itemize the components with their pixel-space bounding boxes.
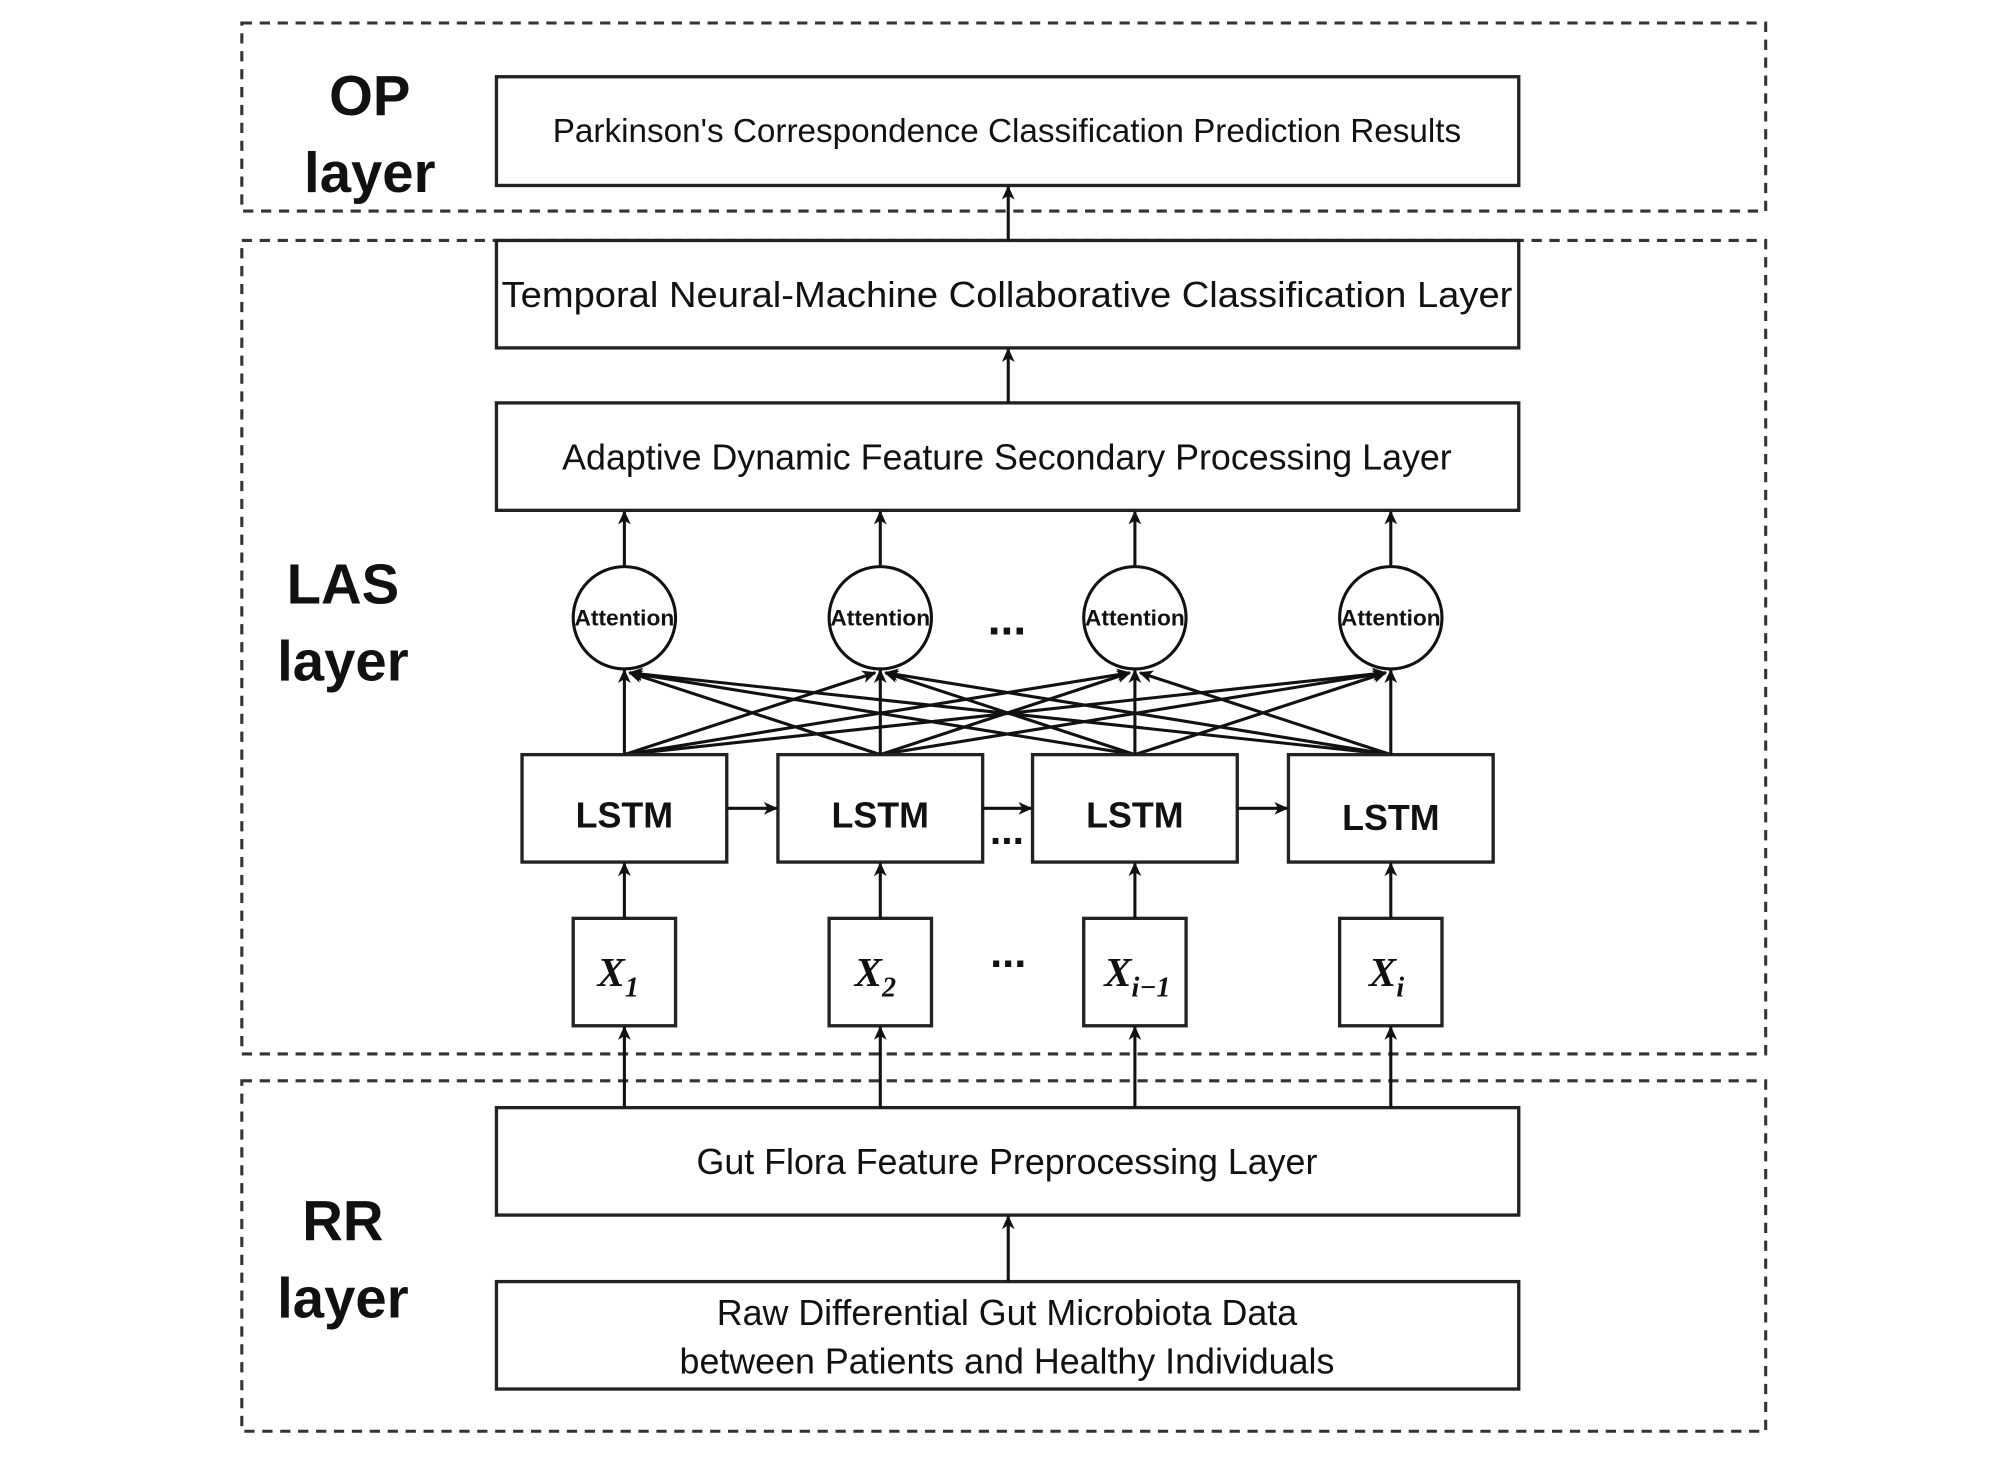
rr-layer-label-line2: layer bbox=[277, 1266, 409, 1329]
results-box bbox=[494, 75, 1521, 188]
lstm-ellipsis: ... bbox=[990, 807, 1024, 853]
lstm3-to-attention1-link bbox=[628, 668, 1136, 757]
attention-label-3: Attention bbox=[1085, 605, 1185, 630]
raw-data-label-line2: between Patients and Healthy Individuals bbox=[680, 1342, 1335, 1382]
attention-label-2: Attention bbox=[830, 605, 930, 630]
op-layer-label-line2: layer bbox=[304, 141, 436, 204]
input-ellipsis: ... bbox=[990, 929, 1026, 977]
attention-ellipsis: ... bbox=[988, 592, 1026, 644]
adaptive-feature-label: Adaptive Dynamic Feature Secondary Proce… bbox=[562, 437, 1452, 477]
rr-layer-label: RR bbox=[302, 1190, 383, 1253]
attention-label-4: Attention bbox=[1341, 605, 1441, 630]
input-xi-1: Xi−1 bbox=[1082, 916, 1188, 1028]
lstm-attention-mesh bbox=[623, 667, 1392, 757]
temporal-classification-label: Temporal Neural-Machine Collaborative Cl… bbox=[502, 275, 1513, 315]
raw-data-label-line1: Raw Differential Gut Microbiota Data bbox=[717, 1293, 1297, 1333]
adaptive-feature-box bbox=[494, 401, 1521, 512]
results-label: Parkinson's Correspondence Classificatio… bbox=[553, 113, 1461, 150]
attention-node-4: Attention bbox=[1338, 565, 1444, 671]
lstm-label-1: LSTM bbox=[576, 796, 673, 836]
lstm4-to-attention1-link bbox=[628, 667, 1391, 757]
lstm-cell-2: LSTM bbox=[776, 752, 985, 864]
attention-label-1: Attention bbox=[574, 605, 674, 630]
input-x1: X1 bbox=[571, 916, 678, 1028]
input-x2-label: X2 bbox=[853, 950, 896, 1003]
las-layer-label-line2: layer bbox=[277, 629, 409, 692]
raw-data-box bbox=[494, 1279, 1521, 1391]
input-x2: X2 bbox=[827, 916, 934, 1028]
lstm2-to-attention1-link bbox=[628, 670, 881, 757]
attention-node-2: Attention bbox=[827, 565, 934, 671]
input-x1-label: X1 bbox=[596, 950, 639, 1003]
lstm-cell-1: LSTM bbox=[520, 752, 729, 864]
rr-layer-region bbox=[240, 1079, 1768, 1433]
lstm3-to-attention4-link bbox=[1134, 670, 1387, 757]
lstm-cell-3: LSTM bbox=[1030, 752, 1239, 864]
las-layer-label: LAS bbox=[287, 553, 400, 616]
lstm-cell-4: LSTM bbox=[1286, 752, 1495, 864]
lstm-label-3: LSTM bbox=[1086, 796, 1183, 836]
lstm4-to-attention3-link bbox=[1138, 670, 1392, 757]
gut-flora-preprocessing-label: Gut Flora Feature Preprocessing Layer bbox=[697, 1142, 1318, 1182]
input-xi-1-label: Xi−1 bbox=[1102, 950, 1170, 1003]
lstm-label-2: LSTM bbox=[832, 796, 929, 836]
input-xi: Xi bbox=[1337, 916, 1444, 1028]
lstm4-to-attention2-link bbox=[884, 668, 1392, 757]
input-xi-label: Xi bbox=[1367, 950, 1404, 1003]
lstm-label-4: LSTM bbox=[1342, 798, 1439, 838]
op-layer-label: OP bbox=[329, 64, 410, 127]
attention-node-3: Attention bbox=[1082, 565, 1188, 671]
op-layer-region bbox=[240, 21, 1768, 213]
lstm1-to-attention2-link bbox=[623, 670, 877, 757]
attention-node-1: Attention bbox=[571, 565, 678, 671]
